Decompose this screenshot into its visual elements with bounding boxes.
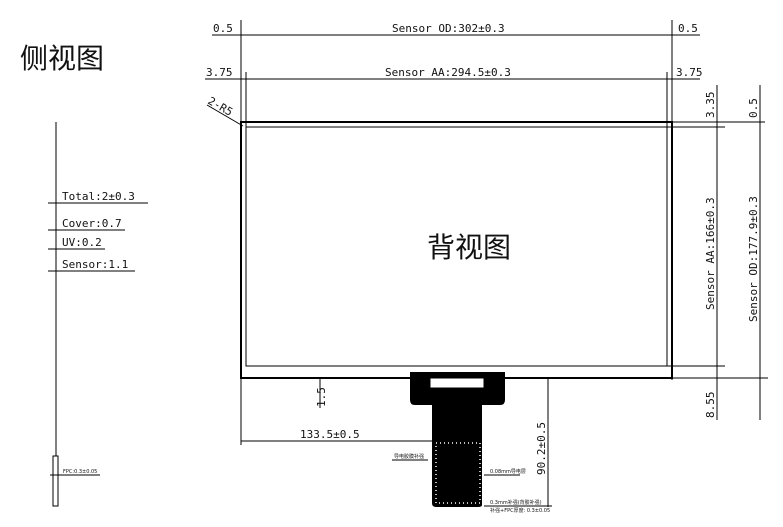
od-left-margin: 0.5 (213, 22, 233, 35)
od-height-label: Sensor OD:177.9±0.3 (747, 196, 760, 322)
fpc-bond-area (429, 377, 485, 389)
corner-leader (206, 104, 244, 127)
top-od-margin: 0.5 (747, 98, 760, 118)
side-view-fpc (52, 455, 59, 507)
side-view-title: 侧视图 (20, 42, 104, 75)
corner-radius-label: 2-R5 (206, 94, 235, 119)
od-width-label: Sensor OD:302±0.3 (392, 22, 505, 35)
od-right-margin: 0.5 (678, 22, 698, 35)
aa-right-margin: 3.75 (676, 66, 703, 79)
conductive-note: 0.08mm导电层 (490, 468, 526, 475)
thickness-note: 补强+FPC厚度: 0.3±0.05 (490, 507, 550, 514)
aa-width-label: Sensor AA:294.5±0.3 (385, 66, 511, 79)
fpc-tail (410, 372, 505, 507)
top-aa-margin: 3.35 (704, 92, 717, 119)
bottom-margin: 8.55 (704, 392, 717, 419)
back-view-title: 背视图 (427, 231, 511, 264)
fpc-position-label: 133.5±0.5 (300, 428, 360, 441)
aa-left-margin: 3.75 (206, 66, 233, 79)
aa-height-label: Sensor AA:166±0.3 (704, 197, 717, 310)
stiffener-note: 0.3mm补强(背胶补强) (490, 499, 542, 506)
fpc-thickness-label: FPC:0.3±0.05 (63, 469, 97, 475)
cover-thickness-label: Cover:0.7 (62, 217, 122, 230)
total-thickness-label: Total:2±0.3 (62, 190, 135, 203)
fpc-length-label: 90.2±0.5 (535, 422, 548, 475)
fpc-offset-label: 1.5 (315, 387, 328, 407)
adhesive-note: 导电胶膜补强 (394, 453, 424, 460)
sensor-aa-outline (245, 126, 668, 367)
sensor-thickness-label: Sensor:1.1 (62, 258, 128, 271)
uv-thickness-label: UV:0.2 (62, 236, 102, 249)
